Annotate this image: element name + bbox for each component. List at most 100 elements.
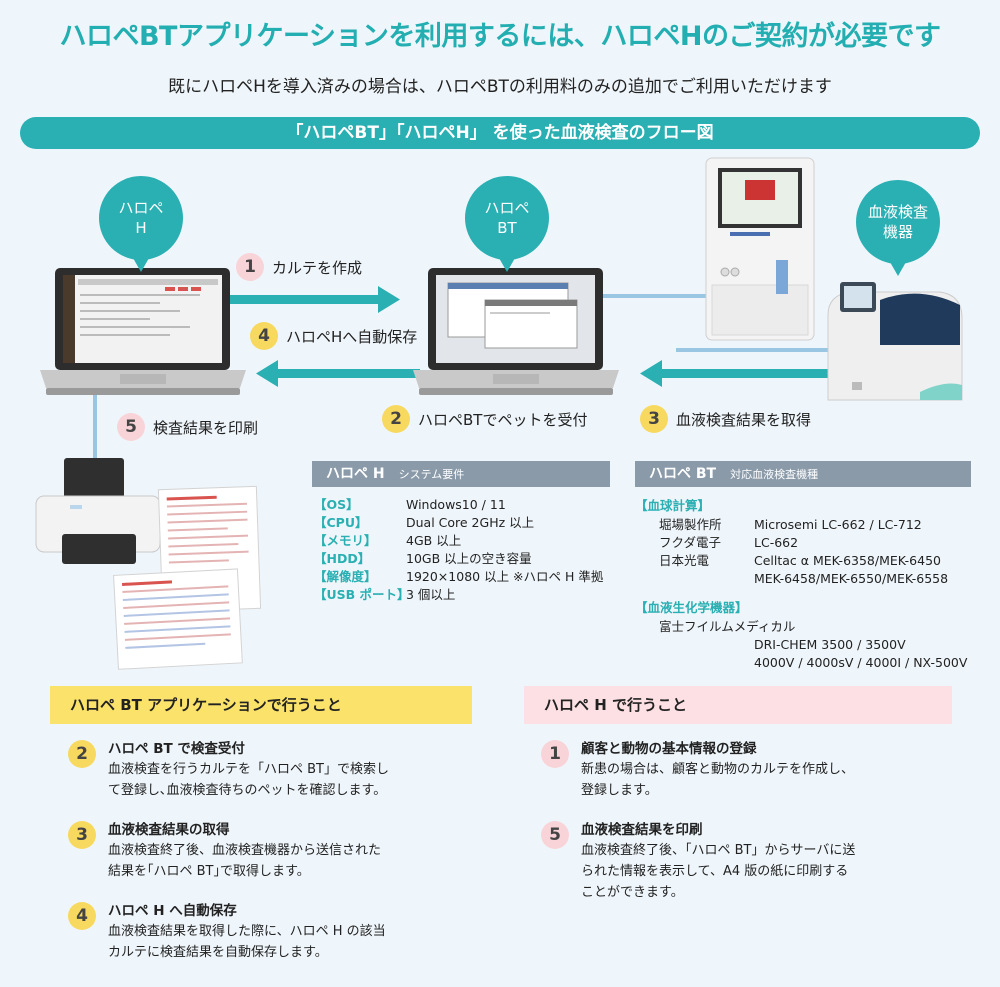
bubble-harope-h: ハロペ H (99, 176, 183, 272)
step-number: 2 (382, 405, 410, 433)
task-item: 3 血液検査結果の取得 血液検査終了後、血液検査機器から送信された 結果を｢ハロ… (68, 821, 468, 882)
laptop-haropebt-illustration (413, 268, 619, 395)
requirements-list: 【OS】 Windows10 / 11 【CPU】 Dual Core 2GHz 以… (312, 487, 610, 604)
bubble-label: 血液検査 機器 (867, 202, 928, 241)
hematology-analyzer-illustration (705, 157, 815, 341)
page-title: ハロペBTアプリケーションを利用するには、ハロペHのご契約が必要です (59, 21, 941, 52)
printed-result-sheets-illustration (113, 485, 262, 670)
requirement-key: 【USB ポート】 (314, 587, 410, 602)
step-number: 1 (236, 253, 264, 281)
cbc-category-title: 【血球計算】 (635, 498, 711, 513)
task-body: 血液検査を行うカルテを「ハロペ BT」で検索し て登録し､血液検査待ちのペットを… (108, 762, 389, 798)
task-heading: 顧客と動物の基本情報の登録 (581, 741, 757, 757)
flow-arrow-3-left (640, 360, 830, 387)
requirement-row: 【解像度】 1920×1080 以上 ※ハロペ H 準拠 (314, 568, 610, 586)
bt-tasks-title: ハロペ BT アプリケーションで行うこと (50, 686, 472, 724)
bt-tasks-list: 2 ハロペ BT で検査受付 血液検査を行うカルテを「ハロペ BT」で検索し て… (68, 740, 468, 963)
section-heading: 対応血液検査機種 (730, 468, 819, 481)
device-maker (659, 570, 754, 588)
step-text: 検査結果を印刷 (153, 418, 259, 437)
bubble-label: ハロペ H (118, 198, 164, 237)
flow-arrow-1-right (220, 286, 400, 313)
device-models: Celltac α MEK-6358/MEK-6450 (754, 553, 941, 568)
step-text: ハロペBTでペットを受付 (418, 410, 588, 429)
task-item: 4 ハロペ H へ自動保存 血液検査結果を取得した際に、ハロペ H の該当 カル… (68, 902, 468, 963)
requirement-key: 【OS】 (314, 497, 359, 512)
task-body: 血液検査結果を取得した際に、ハロペ H の該当 カルテに検査結果を自動保存します… (108, 924, 386, 960)
device-maker: 日本光電 (659, 553, 710, 568)
flow-diagram-graphics (35, 157, 963, 670)
requirement-row: 【HDD】10GB 以上の空き容量 (314, 550, 610, 568)
step-number: 5 (117, 413, 145, 441)
task-number: 2 (68, 740, 96, 768)
task-number: 4 (68, 902, 96, 930)
task-body: 血液検査終了後、「ハロペ BT」からサーバに送 られた情報を表示して、A4 版の… (581, 843, 856, 900)
requirement-row: 【USB ポート】3 個以上 (314, 586, 610, 604)
requirement-row: 【CPU】 Dual Core 2GHz 以上 (314, 514, 610, 532)
flow-title-bar: 「ハロペBT」「ハロペH」 を使った血液検査のフロー図 (20, 117, 980, 149)
requirement-value: 3 個以上 (406, 587, 456, 602)
step-3-label: 3 血液検査結果を取得 (640, 405, 811, 433)
task-body: 血液検査終了後、血液検査機器から送信された 結果を｢ハロペ BT｣で取得します。 (108, 843, 382, 879)
task-heading: ハロペ BT で検査受付 (108, 741, 245, 757)
task-number: 1 (541, 740, 569, 768)
compatible-devices-header: ハロペ BT 対応血液検査機種 (635, 461, 971, 487)
requirement-value: 10GB 以上の空き容量 (406, 551, 532, 566)
step-text: 血液検査結果を取得 (676, 410, 812, 429)
device-row: 日本光電 Celltac α MEK-6358/MEK-6450 (659, 552, 971, 570)
requirement-value: 1920×1080 以上 ※ハロペ H 準拠 (406, 569, 604, 584)
device-models: 4000V / 4000sV / 4000I / NX-500V (754, 655, 968, 670)
requirement-row: 【メモリ】 4GB 以上 (314, 532, 610, 550)
requirement-value: 4GB 以上 (406, 533, 462, 548)
task-number: 5 (541, 821, 569, 849)
task-item: 1 顧客と動物の基本情報の登録 新患の場合は、顧客と動物のカルテを作成し、 登録… (541, 740, 951, 801)
printer-illustration (35, 458, 161, 564)
bubble-harope-bt: ハロペ BT (465, 176, 549, 272)
step-text: ハロペHへ自動保存 (286, 327, 418, 346)
device-models: Microsemi LC-662 / LC-712 (754, 517, 922, 532)
task-heading: ハロペ H へ自動保存 (108, 903, 237, 919)
bubble-label: ハロペ BT (484, 198, 530, 237)
step-1-label: 1 カルテを作成 (236, 253, 362, 281)
step-text: カルテを作成 (272, 258, 363, 277)
requirement-key: 【解像度】 (314, 569, 377, 584)
task-body: 新患の場合は、顧客と動物のカルテを作成し、 登録します。 (581, 762, 855, 798)
device-maker: 堀場製作所 (659, 517, 722, 532)
h-tasks-title: ハロペ H で行うこと (524, 686, 952, 724)
device-maker: フクダ電子 (659, 535, 722, 550)
requirement-key: 【メモリ】 (314, 533, 377, 548)
requirement-key: 【CPU】 (314, 515, 368, 530)
step-number: 4 (250, 322, 278, 350)
product-name: ハロペ BT (649, 466, 717, 482)
device-models: LC-662 (754, 535, 799, 550)
devices-list: 【血球計算】 堀場製作所 Microsemi LC-662 / LC-712 フク… (635, 487, 971, 672)
h-tasks-list: 1 顧客と動物の基本情報の登録 新患の場合は、顧客と動物のカルテを作成し、 登録… (541, 740, 951, 903)
device-maker: 富士フイルムメディカル (659, 619, 796, 634)
step-5-label: 5 検査結果を印刷 (117, 413, 258, 441)
requirement-value: Windows10 / 11 (406, 497, 506, 512)
task-item: 5 血液検査結果を印刷 血液検査終了後、「ハロペ BT」からサーバに送 られた情… (541, 821, 951, 903)
device-row: 堀場製作所 Microsemi LC-662 / LC-712 (659, 516, 971, 534)
step-number: 3 (640, 405, 668, 433)
compatible-devices-panel: ハロペ BT 対応血液検査機種 【血球計算】 堀場製作所 Microsemi LC-… (635, 461, 971, 672)
task-heading: 血液検査結果を印刷 (581, 822, 703, 838)
task-heading: 血液検査結果の取得 (108, 822, 230, 838)
requirement-value: Dual Core 2GHz 以上 (406, 515, 535, 530)
page-subtitle: 既にハロペHを導入済みの場合は、ハロペBTの利用料のみの追加でご利用いただけます (168, 77, 832, 97)
task-item: 2 ハロペ BT で検査受付 血液検査を行うカルテを「ハロペ BT」で検索し て… (68, 740, 468, 801)
requirement-row: 【OS】 Windows10 / 11 (314, 496, 610, 514)
chemistry-analyzer-illustration (827, 282, 963, 401)
device-row: MEK-6458/MEK-6550/MEK-6558 (659, 570, 971, 588)
device-models: DRI-CHEM 3500 / 3500V (754, 637, 906, 652)
laptop-haropeh-illustration (40, 268, 246, 395)
section-heading: システム要件 (398, 468, 465, 481)
device-models: MEK-6458/MEK-6550/MEK-6558 (754, 571, 949, 586)
step-4-label: 4 ハロペHへ自動保存 (250, 322, 417, 350)
task-number: 3 (68, 821, 96, 849)
step-2-label: 2 ハロペBTでペットを受付 (382, 405, 587, 433)
bubble-blood-analyzer: 血液検査 機器 (856, 180, 940, 276)
flow-arrow-4-left (256, 360, 420, 387)
device-row: フクダ電子 LC-662 (659, 534, 971, 552)
